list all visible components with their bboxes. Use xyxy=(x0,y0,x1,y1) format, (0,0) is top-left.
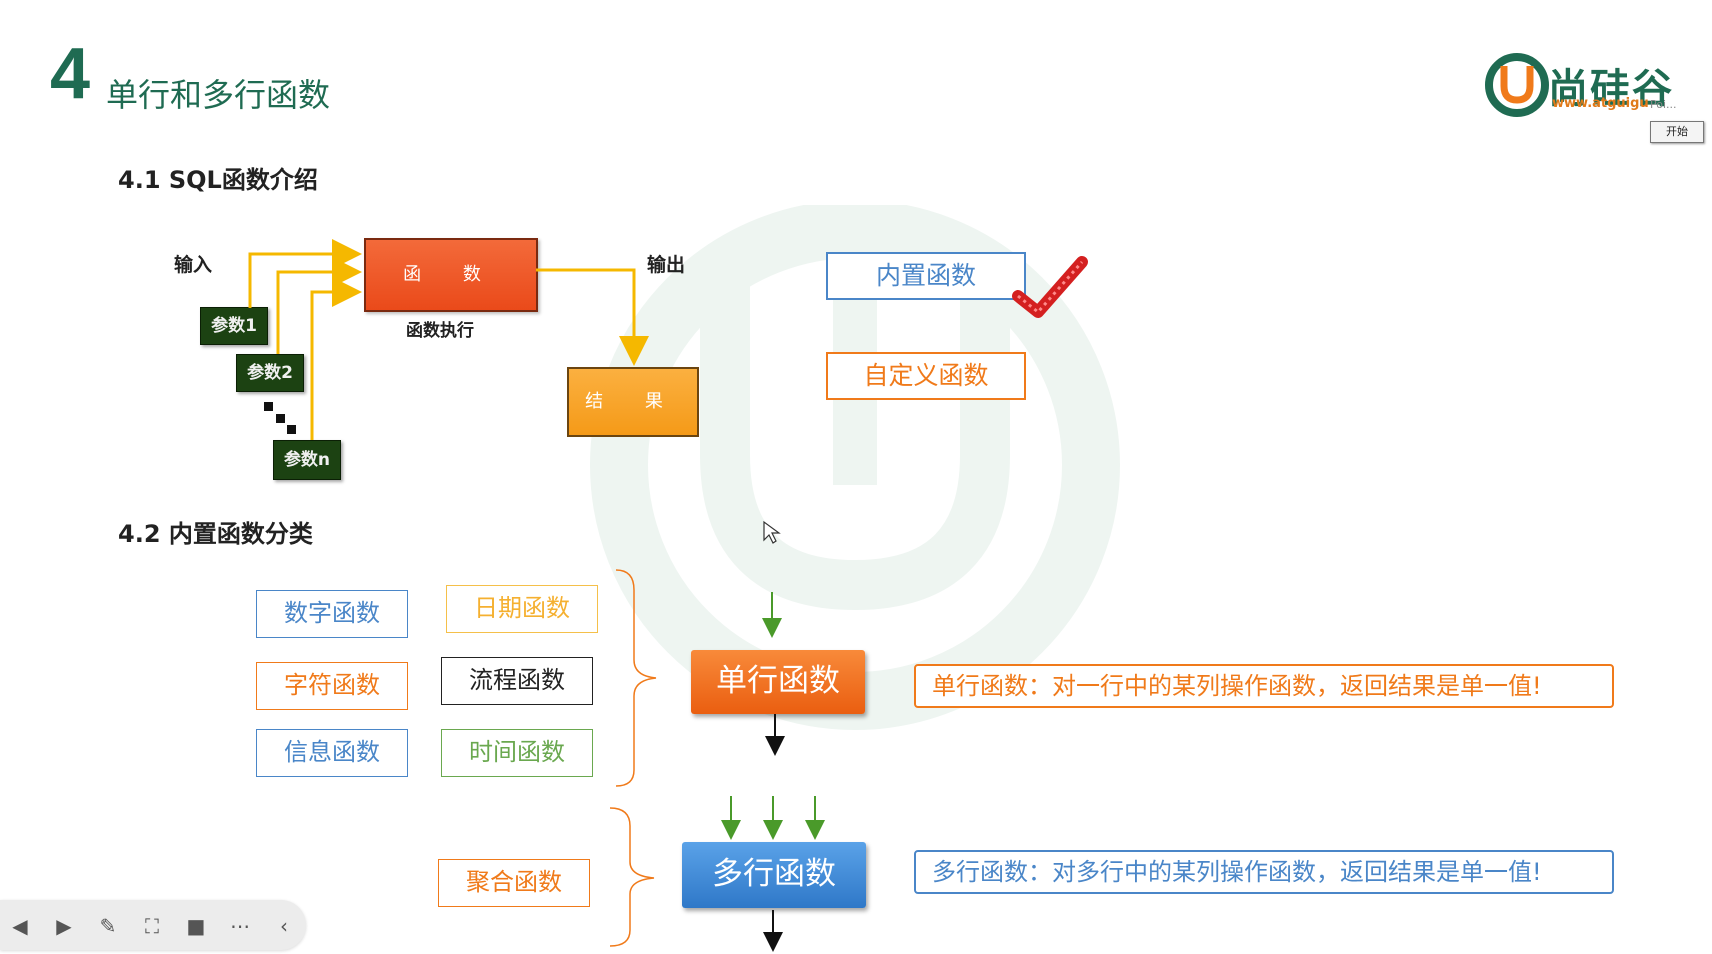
single-row-description: 单行函数：对一行中的某列操作函数，返回结果是单一值! xyxy=(914,664,1614,708)
category-flow: 流程函数 xyxy=(441,657,593,705)
brand-url: www.atguigu xyxy=(1552,96,1649,111)
popup-mini-label: Poi... xyxy=(1650,98,1677,111)
player-toolbar xyxy=(0,900,306,950)
category-time: 时间函数 xyxy=(441,729,593,777)
function-caption: 函数执行 xyxy=(406,321,474,341)
pen-icon[interactable]: ✎ xyxy=(99,914,117,938)
brand-name: 尚硅谷 xyxy=(1548,66,1674,112)
result-box: 结 果 xyxy=(567,367,699,437)
section-heading-4-2: 4.2 内置函数分类 xyxy=(118,520,313,548)
section-heading-4-1: 4.1 SQL函数介绍 xyxy=(118,166,318,194)
section-number: 4 xyxy=(50,34,91,114)
multi-row-function-box: 多行函数 xyxy=(682,842,866,908)
param-n-box: 参数n xyxy=(273,440,341,480)
page-title: 单行和多行函数 xyxy=(106,76,331,114)
category-string: 字符函数 xyxy=(256,662,408,710)
category-number: 数字函数 xyxy=(256,590,408,638)
function-box: 函 数 xyxy=(364,238,538,312)
custom-function-box: 自定义函数 xyxy=(826,352,1026,400)
brand-logo-icon xyxy=(1485,53,1549,117)
param-1-box: 参数1 xyxy=(200,307,268,345)
play-icon[interactable]: ▶ xyxy=(56,914,72,938)
builtin-function-box: 内置函数 xyxy=(826,252,1026,300)
screenshot-icon[interactable]: ⛶ xyxy=(145,914,159,938)
input-label: 输入 xyxy=(174,254,213,276)
rewind-icon[interactable]: ◀ xyxy=(12,914,28,938)
collapse-icon[interactable]: ‹ xyxy=(280,914,288,938)
param-2-box: 参数2 xyxy=(236,354,304,392)
category-date: 日期函数 xyxy=(446,585,598,633)
single-row-function-box: 单行函数 xyxy=(691,650,865,714)
category-info: 信息函数 xyxy=(256,729,408,777)
more-icon[interactable]: ⋯ xyxy=(230,914,250,938)
multi-row-description: 多行函数：对多行中的某列操作函数，返回结果是单一值! xyxy=(914,850,1614,894)
checkmark-icon xyxy=(1012,256,1088,318)
start-button[interactable]: 开始 xyxy=(1650,121,1704,143)
output-label: 输出 xyxy=(647,254,686,276)
category-aggregate: 聚合函数 xyxy=(438,859,590,907)
camera-icon[interactable]: ■ xyxy=(186,914,206,938)
